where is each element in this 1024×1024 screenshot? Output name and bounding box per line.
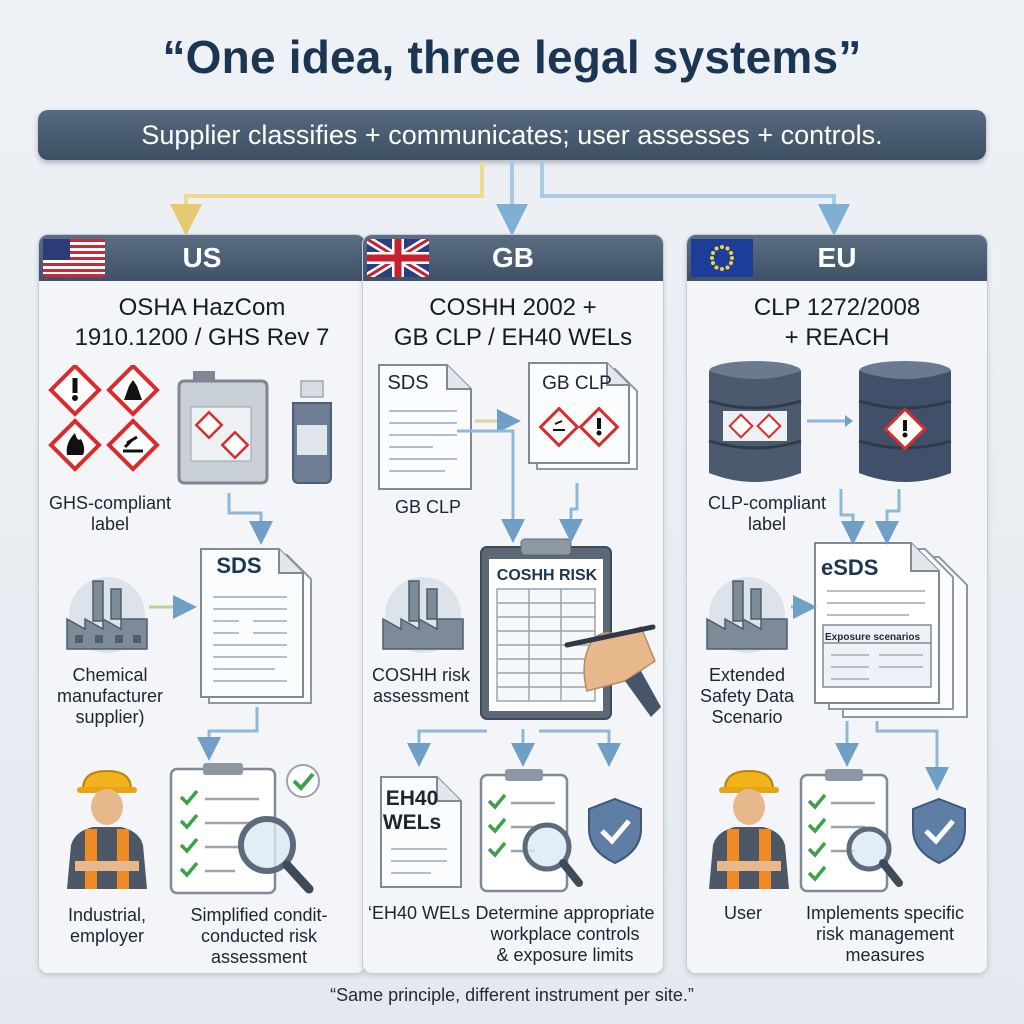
footer-quote: “Same principle, different instrument pe…	[330, 985, 694, 1005]
gb-controls-line1: Determine appropriate	[475, 903, 655, 923]
gb-law: COSHH 2002 + GB CLP / EH40 WELs	[363, 293, 663, 353]
us-checklist-icon	[169, 763, 314, 895]
eu-label-caption: CLP-compliant label	[687, 493, 847, 535]
connector-us	[170, 162, 484, 236]
gb-law-line2: GB CLP / EH40 WELs	[393, 324, 633, 351]
gb-actor-caption: COSHH risk assessment	[363, 665, 479, 707]
gb-column: GB COSHH 2002 + GB CLP / EH40 WELs SDS G…	[362, 234, 664, 974]
page-title: “One idea, three legal systems”	[162, 31, 862, 83]
eu-checklist-icon	[799, 769, 903, 893]
eu-code: EU	[817, 242, 857, 273]
us-assess-line3: assessment	[210, 947, 308, 967]
eu-label-line2: label	[747, 514, 787, 534]
esds-document-icon	[814, 542, 968, 718]
us-flow-arrows	[149, 493, 273, 761]
coshh-risk-title: COSHH RISK	[496, 567, 598, 584]
eu-header: EU	[687, 235, 987, 281]
us-actor-caption: Chemical manufacturer supplier)	[45, 665, 175, 728]
eu-actor-line1: Extended	[708, 665, 786, 685]
us-law-line2: 1910.1200 / GHS Rev 7	[74, 324, 330, 351]
us-assess-line1: Simplified condit-	[190, 905, 328, 925]
us-label-line2: label	[90, 514, 130, 534]
eh40-doc-title: EH40 WELs	[377, 787, 447, 835]
eh40-document-icon	[380, 776, 462, 888]
us-law-line1: OSHA HazCom	[118, 294, 286, 321]
principle-banner: Supplier classifies + communicates; user…	[38, 110, 986, 160]
eu-measures-line3: measures	[845, 945, 925, 965]
connector-eu	[540, 162, 850, 236]
chemical-container-icon	[177, 371, 332, 485]
us-worker-icon	[67, 769, 147, 889]
gb-code: GB	[492, 242, 534, 273]
us-flag-icon	[43, 239, 105, 277]
us-actor-line3: supplier)	[75, 707, 145, 727]
eh40-title-line1: EH40	[385, 787, 439, 810]
eu-actor-line2: Safety Data	[699, 686, 795, 706]
eu-worker-icon	[709, 769, 789, 889]
us-sds-document-icon	[200, 548, 312, 704]
eu-shield-check-icon	[912, 797, 966, 865]
us-column: US OSHA HazCom 1910.1200 / GHS Rev 7	[38, 234, 366, 974]
us-actor-line2: manufacturer	[56, 686, 164, 706]
gb-law-line1: COSHH 2002 +	[429, 294, 597, 321]
gb-header: GB	[363, 235, 663, 281]
us-worker-line1: Industrial,	[67, 905, 147, 925]
us-assess-line2: conducted risk	[200, 926, 318, 946]
eu-measures-line2: risk management	[815, 924, 955, 944]
us-worker-line2: employer	[69, 926, 145, 946]
gb-sds-caption: GB CLP	[394, 497, 462, 517]
us-assessment-caption: Simplified condit- conducted risk assess…	[159, 905, 359, 968]
eu-factory-icon	[706, 577, 788, 653]
us-law: OSHA HazCom 1910.1200 / GHS Rev 7	[39, 293, 365, 353]
gb-sds-document-icon	[378, 364, 472, 490]
eu-flow-arrows	[791, 489, 949, 791]
gb-checklist-icon	[479, 769, 583, 893]
gb-factory-icon	[382, 577, 464, 653]
eu-measures-caption: Implements specific risk management meas…	[787, 903, 983, 966]
eu-worker-caption: User	[723, 903, 762, 923]
esds-title: eSDS	[821, 555, 879, 580]
us-label-caption: GHS-compliant label	[45, 493, 175, 535]
us-worker-caption: Industrial, employer	[45, 905, 169, 947]
eu-label-line1: CLP-compliant	[707, 493, 827, 513]
factory-icon	[66, 577, 148, 653]
eh40-title-line2: WELs	[382, 811, 442, 834]
eu-law: CLP 1272/2008 + REACH	[687, 293, 987, 353]
us-label-line1: GHS-compliant	[48, 493, 172, 513]
eu-law-line2: + REACH	[784, 324, 890, 351]
gb-controls-line2: workplace controls	[490, 924, 640, 944]
exposure-scenarios-box: Exposure scenarios	[825, 632, 921, 643]
gb-actor-line1: COSHH risk	[372, 665, 470, 685]
coshh-risk-clipboard-icon	[480, 538, 661, 720]
eu-actor-caption: Extended Safety Data Scenario	[687, 665, 807, 728]
us-code: US	[182, 242, 222, 273]
eu-law-line1: CLP 1272/2008	[753, 294, 921, 321]
us-header: US	[39, 235, 365, 281]
eu-column: EU CLP 1272/2008 + REACH CLP-compliant l…	[686, 234, 988, 974]
eu-measures-line1: Implements specific	[805, 903, 965, 923]
gb-clp-title: GB CLP	[542, 373, 612, 394]
eu-actor-line3: Scenario	[711, 707, 783, 727]
check-circle-icon	[286, 764, 320, 798]
us-actor-line1: Chemical	[72, 665, 148, 685]
gb-flow-arrows	[407, 409, 621, 767]
gb-actor-line2: assessment	[372, 686, 470, 706]
eu-flag-icon	[691, 239, 753, 277]
gb-controls-line3: & exposure limits	[496, 945, 634, 965]
gb-sds-title: SDS	[387, 372, 429, 394]
uk-flag-icon	[367, 239, 429, 277]
gb-controls-caption: Determine appropriate workplace controls…	[467, 903, 663, 966]
gb-shield-check-icon	[588, 797, 642, 865]
gb-clp-label-icon	[528, 362, 638, 470]
eh40-caption: ‘EH40 WELs	[367, 903, 471, 923]
eu-drums-icon	[708, 361, 952, 482]
us-sds-title: SDS	[216, 553, 262, 578]
ghs-pictograms-icon	[48, 365, 160, 472]
